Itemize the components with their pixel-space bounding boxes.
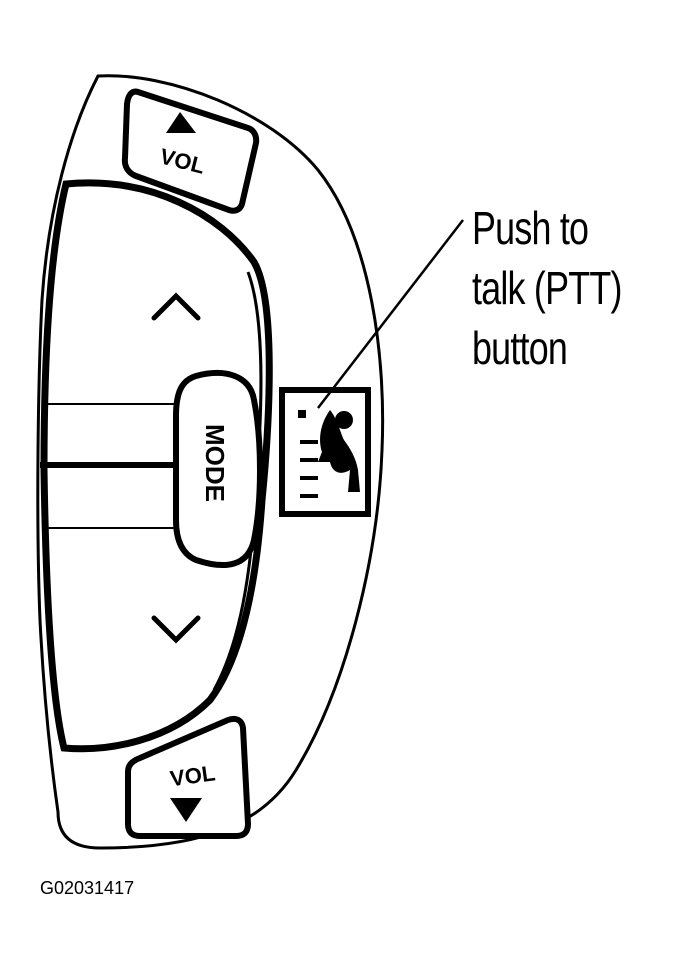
voice-command-icon	[298, 410, 360, 498]
mode-button[interactable]: MODE	[173, 370, 263, 569]
vol-down-label: VOL	[169, 760, 217, 791]
callout-line-3: button	[472, 322, 568, 374]
callout-line-2: talk (PTT)	[472, 262, 622, 314]
ptt-button[interactable]	[279, 387, 371, 517]
seek-up-button[interactable]	[151, 292, 201, 321]
vol-up-button[interactable]: VOL	[121, 88, 260, 214]
mode-label: MODE	[200, 424, 230, 502]
callout-line-1: Push to	[472, 202, 589, 254]
arrow-down-icon	[170, 798, 202, 822]
callout-leader-line	[317, 219, 464, 409]
chevron-down-icon	[151, 615, 201, 644]
seek-down-button[interactable]	[151, 615, 201, 644]
vol-down-button[interactable]: VOL	[125, 715, 252, 839]
chevron-up-icon	[151, 292, 201, 321]
arrow-up-icon	[166, 112, 196, 133]
figure-id: G02031417	[40, 878, 135, 898]
